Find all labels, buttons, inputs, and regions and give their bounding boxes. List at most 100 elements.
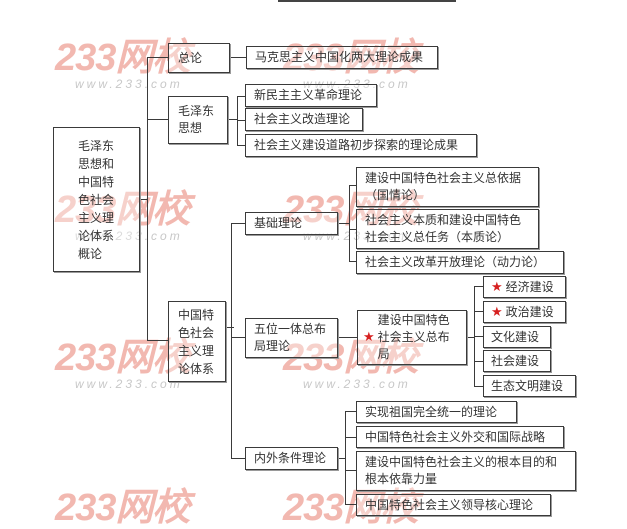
connector	[147, 119, 168, 120]
connector	[231, 458, 245, 459]
node-label-group: 建设中国特色 社会主义总布 局	[378, 312, 450, 363]
connector	[147, 340, 168, 341]
node-leadership-core[interactable]: 中国特色社会主义领导核心理论	[356, 494, 551, 516]
node-label-line: （国情论）	[365, 188, 426, 202]
connector	[345, 470, 357, 471]
node-label-line: 主义理	[178, 343, 215, 358]
node-label: 新民主主义革命理论	[254, 88, 363, 102]
node-reunification[interactable]: 实现祖国完全统一的理论	[356, 401, 517, 423]
connector	[345, 504, 357, 505]
node-national-conditions[interactable]: 建设中国特色社会主义总依据 （国情论）	[356, 167, 539, 207]
node-label-line: 五位一体总布	[254, 322, 327, 336]
node-label: 社会主义改革开放理论（动力论）	[365, 255, 546, 269]
node-political-construction[interactable]: ★ 政治建设	[483, 301, 566, 323]
connector	[474, 286, 483, 287]
node-label-line: 根本依靠力量	[365, 472, 438, 486]
root-label-line: 中国特	[78, 174, 115, 189]
node-mao-thought[interactable]: 毛泽东 思想	[168, 96, 228, 144]
node-label: 社会建设	[491, 353, 540, 368]
node-cultural-construction[interactable]: 文化建设	[483, 326, 551, 348]
connector	[237, 96, 246, 97]
connector	[345, 411, 357, 412]
connector	[474, 311, 483, 312]
node-label: 内外条件理论	[254, 451, 327, 465]
star-icon: ★	[363, 330, 375, 345]
node-label: 中国特色社会主义领导核心理论	[365, 497, 534, 512]
connector	[237, 145, 246, 146]
connector	[474, 386, 483, 387]
connector	[349, 261, 357, 262]
node-label: 中国特色社会主义外交和国际战略	[365, 429, 546, 444]
node-label-line: 局理论	[254, 339, 291, 353]
root-node[interactable]: 毛泽东 思想和 中国特 色社会 主义理 论体系 概论	[53, 127, 140, 272]
node-label: 实现祖国完全统一的理论	[365, 404, 498, 419]
connector	[231, 337, 245, 338]
connector	[226, 327, 234, 328]
connector-spine	[231, 223, 232, 459]
node-internal-external[interactable]: 内外条件理论	[245, 447, 338, 470]
root-label-line: 思想和	[78, 156, 115, 171]
connector	[337, 337, 357, 338]
top-divider	[278, 0, 456, 2]
watermark-url: www.233.com	[303, 377, 411, 391]
node-marxism-achievements[interactable]: 马克思主义中国化两大理论成果	[246, 46, 438, 69]
node-ecological-construction[interactable]: 生态文明建设	[483, 375, 576, 397]
node-label: 文化建设	[491, 329, 540, 344]
connector	[349, 185, 350, 262]
node-overall-layout[interactable]: ★ 建设中国特色 社会主义总布 局	[357, 310, 467, 365]
root-label-line: 毛泽东	[78, 138, 115, 153]
node-label-line: 建设中国特色社会主义总依据	[365, 171, 522, 185]
node-socialism-theory[interactable]: 中国特 色社会 主义理 论体系	[168, 301, 226, 382]
node-diplomacy[interactable]: 中国特色社会主义外交和国际战略	[356, 426, 564, 448]
root-label-line: 论体系	[78, 228, 115, 243]
connector-spine	[147, 57, 148, 341]
node-general[interactable]: 总论	[168, 43, 230, 73]
node-socialist-transformation[interactable]: 社会主义改造理论	[245, 108, 363, 131]
connector	[474, 361, 483, 362]
root-label-line: 主义理	[78, 210, 115, 225]
node-socialist-construction-exploration[interactable]: 社会主义建设道路初步探索的理论成果	[245, 134, 477, 157]
connector	[139, 199, 147, 200]
star-icon: ★	[491, 279, 503, 295]
node-economic-construction[interactable]: ★ 经济建设	[483, 276, 566, 298]
node-basic-theory[interactable]: 基础理论	[245, 212, 338, 235]
connector	[466, 337, 474, 338]
node-social-construction[interactable]: 社会建设	[483, 350, 551, 372]
connector	[345, 437, 357, 438]
node-label-line: 建设中国特色	[377, 313, 450, 327]
root-label-line: 色社会	[78, 192, 115, 207]
connector	[229, 119, 237, 120]
connector	[349, 229, 357, 230]
node-fundamental-purpose[interactable]: 建设中国特色社会主义的根本目的和 根本依靠力量	[356, 451, 576, 491]
node-label: 马克思主义中国化两大理论成果	[255, 50, 424, 64]
node-label: 基础理论	[254, 216, 303, 230]
node-label-line: 论体系	[178, 361, 215, 376]
node-label-line: 局	[377, 347, 390, 361]
connector	[229, 57, 246, 58]
watermark-brand: 233网校	[55, 487, 190, 529]
node-label: 经济建设	[505, 279, 554, 294]
node-label-line: 社会主义总布	[377, 330, 450, 344]
node-new-democracy[interactable]: 新民主主义革命理论	[245, 84, 377, 107]
node-label: 社会主义建设道路初步探索的理论成果	[254, 138, 459, 152]
root-label-line: 概论	[78, 246, 103, 261]
node-label: 政治建设	[505, 304, 554, 319]
connector	[337, 223, 349, 224]
node-label-line: 社会主义总任务（本质论）	[365, 230, 510, 244]
connector	[474, 336, 483, 337]
node-label-line: 建设中国特色社会主义的根本目的和	[365, 455, 558, 469]
connector	[231, 223, 245, 224]
node-label-line: 色社会	[178, 325, 215, 340]
node-label: 总论	[178, 50, 203, 65]
node-five-in-one[interactable]: 五位一体总布 局理论	[245, 318, 338, 358]
node-reform-opening[interactable]: 社会主义改革开放理论（动力论）	[356, 251, 564, 274]
node-label-line: 毛泽东	[178, 104, 215, 118]
watermark-url: www.233.com	[75, 77, 183, 91]
node-label: 社会主义改造理论	[254, 112, 351, 126]
connector	[147, 57, 168, 58]
node-essence-theory[interactable]: 社会主义本质和建设中国特色 社会主义总任务（本质论）	[356, 209, 539, 249]
connector	[237, 120, 246, 121]
node-label-line: 思想	[178, 121, 203, 135]
star-icon: ★	[491, 304, 503, 320]
connector	[337, 458, 345, 459]
